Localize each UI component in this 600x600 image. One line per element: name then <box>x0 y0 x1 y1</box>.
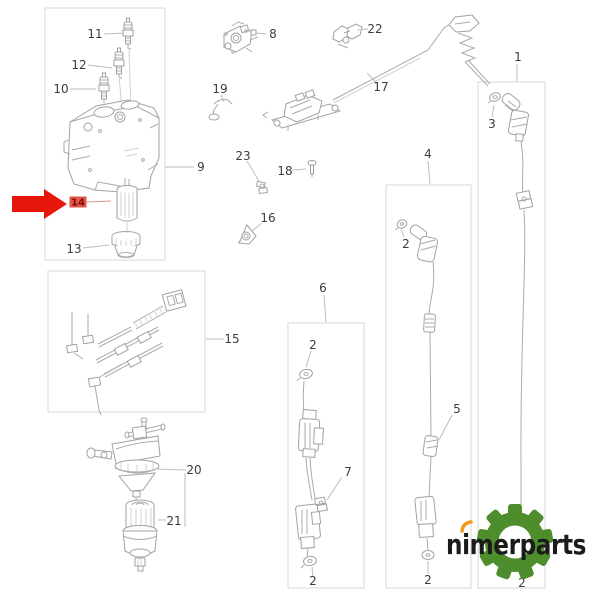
callout-14[interactable]: 14 <box>71 198 85 209</box>
fuel-filter-assembly-20-drawing <box>86 417 166 501</box>
carburetor-8-drawing <box>223 21 259 54</box>
group-box-cable-4 <box>385 184 472 589</box>
fuel-line-set-drawing <box>66 289 187 416</box>
group-box-fuel-lines <box>47 270 206 413</box>
brand-accent-icon <box>460 520 473 533</box>
callout-1[interactable]: 1 <box>514 50 522 64</box>
callout-22[interactable]: 22 <box>367 22 382 36</box>
engine-cylinder-block-drawing <box>63 99 160 194</box>
leader-lines <box>70 28 518 577</box>
callout-2-box1-bottom[interactable]: 2 <box>518 576 526 590</box>
callout-2-box4-top[interactable]: 2 <box>402 237 410 251</box>
clamp-22-drawing <box>332 23 363 49</box>
callout-7[interactable]: 7 <box>344 465 352 479</box>
filter-element-21-drawing <box>122 499 158 572</box>
spark-plug-10-drawing <box>98 72 110 102</box>
fuel-filter-element-14-drawing <box>116 178 138 222</box>
callout-23[interactable]: 23 <box>235 149 250 163</box>
callout-3[interactable]: 3 <box>488 117 496 131</box>
callout-12[interactable]: 12 <box>71 58 86 72</box>
callout-9[interactable]: 9 <box>197 160 205 174</box>
group-box-engine <box>44 7 166 261</box>
cable-4-drawing <box>394 219 439 560</box>
bracket-16-drawing <box>237 224 257 245</box>
callout-15[interactable]: 15 <box>224 332 239 346</box>
callout-16[interactable]: 16 <box>260 211 275 225</box>
screw-18-drawing <box>307 160 317 177</box>
throttle-rod-17-drawing <box>332 14 491 104</box>
callout-2-box6-bottom[interactable]: 2 <box>309 574 317 588</box>
brand-text: nimerparts <box>446 528 586 561</box>
cable-1-drawing <box>487 92 534 556</box>
throttle-control-assembly-drawing <box>262 89 342 131</box>
cable-6-drawing <box>295 368 329 569</box>
nut-23-drawing <box>255 180 268 194</box>
group-box-cable-6 <box>287 322 365 589</box>
callout-5[interactable]: 5 <box>453 402 461 416</box>
callout-6[interactable]: 6 <box>319 281 327 295</box>
callout-20[interactable]: 20 <box>186 463 201 477</box>
callout-10[interactable]: 10 <box>53 82 68 96</box>
callout-13[interactable]: 13 <box>66 242 81 256</box>
callout-4[interactable]: 4 <box>424 147 432 161</box>
callout-17[interactable]: 17 <box>373 80 388 94</box>
callout-21[interactable]: 21 <box>166 514 181 528</box>
gear-icon <box>476 504 554 580</box>
leader-14 <box>86 200 112 203</box>
nimerparts-logo: nimerparts <box>446 504 587 580</box>
filter-bowl-13-drawing <box>111 222 141 258</box>
spark-plug-12-drawing <box>113 47 125 79</box>
highlight-label-14-bg <box>69 196 87 208</box>
callout-2-box6-top[interactable]: 2 <box>309 338 317 352</box>
selection-arrow-icon <box>12 189 67 219</box>
callout-8[interactable]: 8 <box>269 27 277 41</box>
group-box-cable-1 <box>477 81 546 589</box>
spark-plug-11-drawing <box>122 17 134 50</box>
callout-19[interactable]: 19 <box>212 82 227 96</box>
bracket-19-drawing <box>208 99 233 121</box>
callout-2-box4-bottom[interactable]: 2 <box>424 573 432 587</box>
callout-18[interactable]: 18 <box>277 164 292 178</box>
callout-11[interactable]: 11 <box>87 27 102 41</box>
